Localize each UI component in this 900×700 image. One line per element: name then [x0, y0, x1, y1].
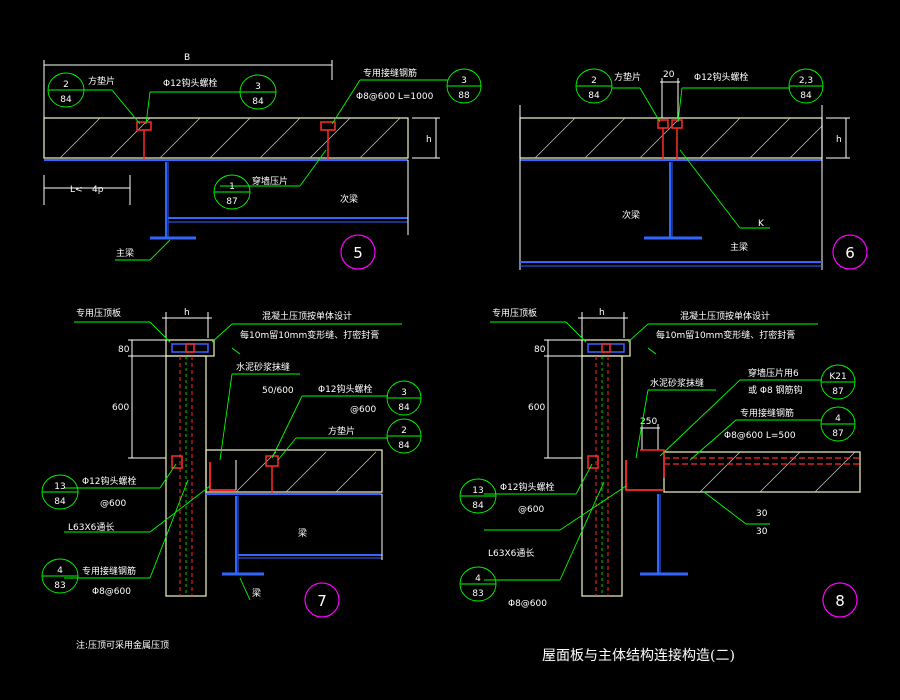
- label-bolt: Φ12钩头螺栓: [163, 77, 218, 89]
- label-secondary-beam: 次梁: [340, 193, 358, 205]
- label-cap: 专用压顶板: [492, 307, 537, 319]
- label-slope2: 30: [756, 527, 768, 537]
- detail-number-circle: [304, 582, 340, 618]
- dim-600: 600: [528, 403, 545, 413]
- ref-5d-bottom: 87: [226, 197, 237, 207]
- ref-5a-bottom: 84: [60, 95, 72, 105]
- label-angle: L63X6通长: [68, 521, 114, 533]
- label-rebar-alt: 或 Φ8 钢筋钩: [748, 384, 803, 396]
- label-rebar: Φ8@600 L=1000: [356, 92, 434, 102]
- label-sealant: 每10m留10mm变形缝、打密封膏: [240, 329, 379, 341]
- label-sealant: 每10m留10mm变形缝、打密封膏: [656, 329, 795, 341]
- ref-8d-top: 4: [475, 574, 481, 584]
- ref-6a-bottom: 84: [588, 91, 600, 101]
- label-bolt: Φ12钩头螺栓: [694, 71, 749, 83]
- ref-8c-top: 13: [472, 486, 483, 496]
- ref-7a-top: 3: [401, 388, 407, 398]
- ref-7b-top: 2: [401, 426, 407, 436]
- detail-number-circle: [340, 234, 376, 270]
- roof-slab: [205, 449, 383, 493]
- detail-5: B h L< 4p: [43, 53, 482, 270]
- label-bolt-left: Φ12钩头螺栓: [500, 481, 555, 493]
- ref-5a-top: 2: [63, 80, 69, 90]
- ref-5b-bottom: 84: [252, 97, 264, 107]
- label-cap: 专用压顶板: [76, 307, 121, 319]
- dim-l2: 4p: [92, 185, 104, 195]
- label-gasket: 方垫片: [328, 425, 355, 437]
- label-gasket: 方垫片: [614, 71, 641, 83]
- label-slope1: 30: [756, 509, 768, 519]
- ref-8d-bottom: 83: [472, 589, 483, 599]
- detail-number: 7: [317, 592, 327, 610]
- label-main-beam: 主梁: [730, 241, 748, 253]
- detail-number: 5: [353, 244, 363, 262]
- detail-number-circle: [832, 234, 868, 270]
- label-gasket: 方垫片: [88, 75, 115, 87]
- dim-b: B: [184, 53, 190, 63]
- dim-h: h: [599, 308, 605, 318]
- dim-h: h: [426, 135, 432, 145]
- label-wear-plate: 穿墙压片: [252, 175, 288, 187]
- label-main-beam: 主梁: [116, 247, 134, 259]
- label-rebar-len: Φ8@600 L=500: [724, 431, 796, 441]
- label-wear-plate: 穿墙压片用6: [748, 367, 799, 379]
- ref-7d-bottom: 83: [54, 581, 65, 591]
- drawing-note: 注:压顶可采用金属压顶: [76, 639, 169, 651]
- ref-5b-top: 3: [255, 82, 261, 92]
- dim-20: 20: [663, 70, 675, 80]
- label-mortar: 水泥砂浆抹缝: [650, 377, 704, 389]
- dim-250: 250: [640, 417, 657, 427]
- label-special-rebar: 专用接缝钢筋: [82, 565, 136, 577]
- ref-8b-top: 4: [835, 414, 841, 424]
- dim-600: 600: [112, 403, 129, 413]
- ref-8b-bottom: 87: [832, 429, 843, 439]
- ref-5c-top: 3: [461, 76, 467, 86]
- ref-7a-bottom: 84: [398, 403, 410, 413]
- ref-8c-bottom: 84: [472, 501, 484, 511]
- detail-number-circle: [822, 582, 858, 618]
- dim-h: h: [836, 135, 842, 145]
- ref-7c-top: 13: [54, 482, 65, 492]
- label-bolt-left-spacing: @600: [100, 499, 126, 509]
- ref-6b-top: 2,3: [799, 76, 813, 86]
- dim-h: h: [184, 308, 190, 318]
- ref-6a-top: 2: [591, 76, 597, 86]
- label-k: K: [758, 219, 765, 229]
- ref-5c-bottom: 88: [458, 91, 470, 101]
- label-secondary-beam: 次梁: [622, 209, 640, 221]
- label-special-rebar: 专用接缝钢筋: [740, 407, 794, 419]
- ref-8a-bottom: 87: [832, 387, 843, 397]
- dim-80: 80: [118, 345, 130, 355]
- label-parapet-note: 混凝土压顶按单体设计: [262, 310, 352, 322]
- ref-7c-bottom: 84: [54, 497, 66, 507]
- detail-number: 6: [845, 244, 855, 262]
- roof-slab: [43, 117, 409, 159]
- detail-8: h 80 600 250: [459, 307, 861, 618]
- detail-number: 8: [835, 592, 845, 610]
- dim-80: 80: [534, 345, 546, 355]
- label-bolt-spacing: @600: [350, 405, 376, 415]
- ref-7b-bottom: 84: [398, 441, 410, 451]
- dim-l: L<: [70, 185, 83, 195]
- label-rebar-spacing: Φ8@600: [508, 599, 547, 609]
- label-parapet-note: 混凝土压顶按单体设计: [680, 310, 770, 322]
- label-rebar-spacing: Φ8@600: [92, 587, 131, 597]
- ref-8a-top: K21: [829, 372, 846, 382]
- detail-6: h 20 2 84 2,3 84 方垫片 Φ12钩头螺栓 次梁 主梁: [519, 68, 868, 270]
- ref-5d-top: 1: [229, 182, 235, 192]
- label-beam: 梁: [298, 527, 307, 539]
- label-bolt-left-spacing: @600: [518, 505, 544, 515]
- ref-6b-bottom: 84: [800, 91, 812, 101]
- label-bolt: Φ12钩头螺栓: [318, 383, 373, 395]
- ref-7d-top: 4: [57, 566, 63, 576]
- label-angle: L63X6通长: [488, 547, 534, 559]
- drawing-title: 屋面板与主体结构连接构造(二): [542, 647, 735, 664]
- label-special-plate: 专用接缝钢筋: [363, 67, 417, 79]
- detail-7: h 80 600: [41, 307, 422, 618]
- label-beam2: 梁: [252, 587, 261, 599]
- label-bolt-left: Φ12钩头螺栓: [82, 475, 137, 487]
- label-slope: 50/600: [262, 386, 294, 396]
- label-mortar: 水泥砂浆抹缝: [236, 361, 290, 373]
